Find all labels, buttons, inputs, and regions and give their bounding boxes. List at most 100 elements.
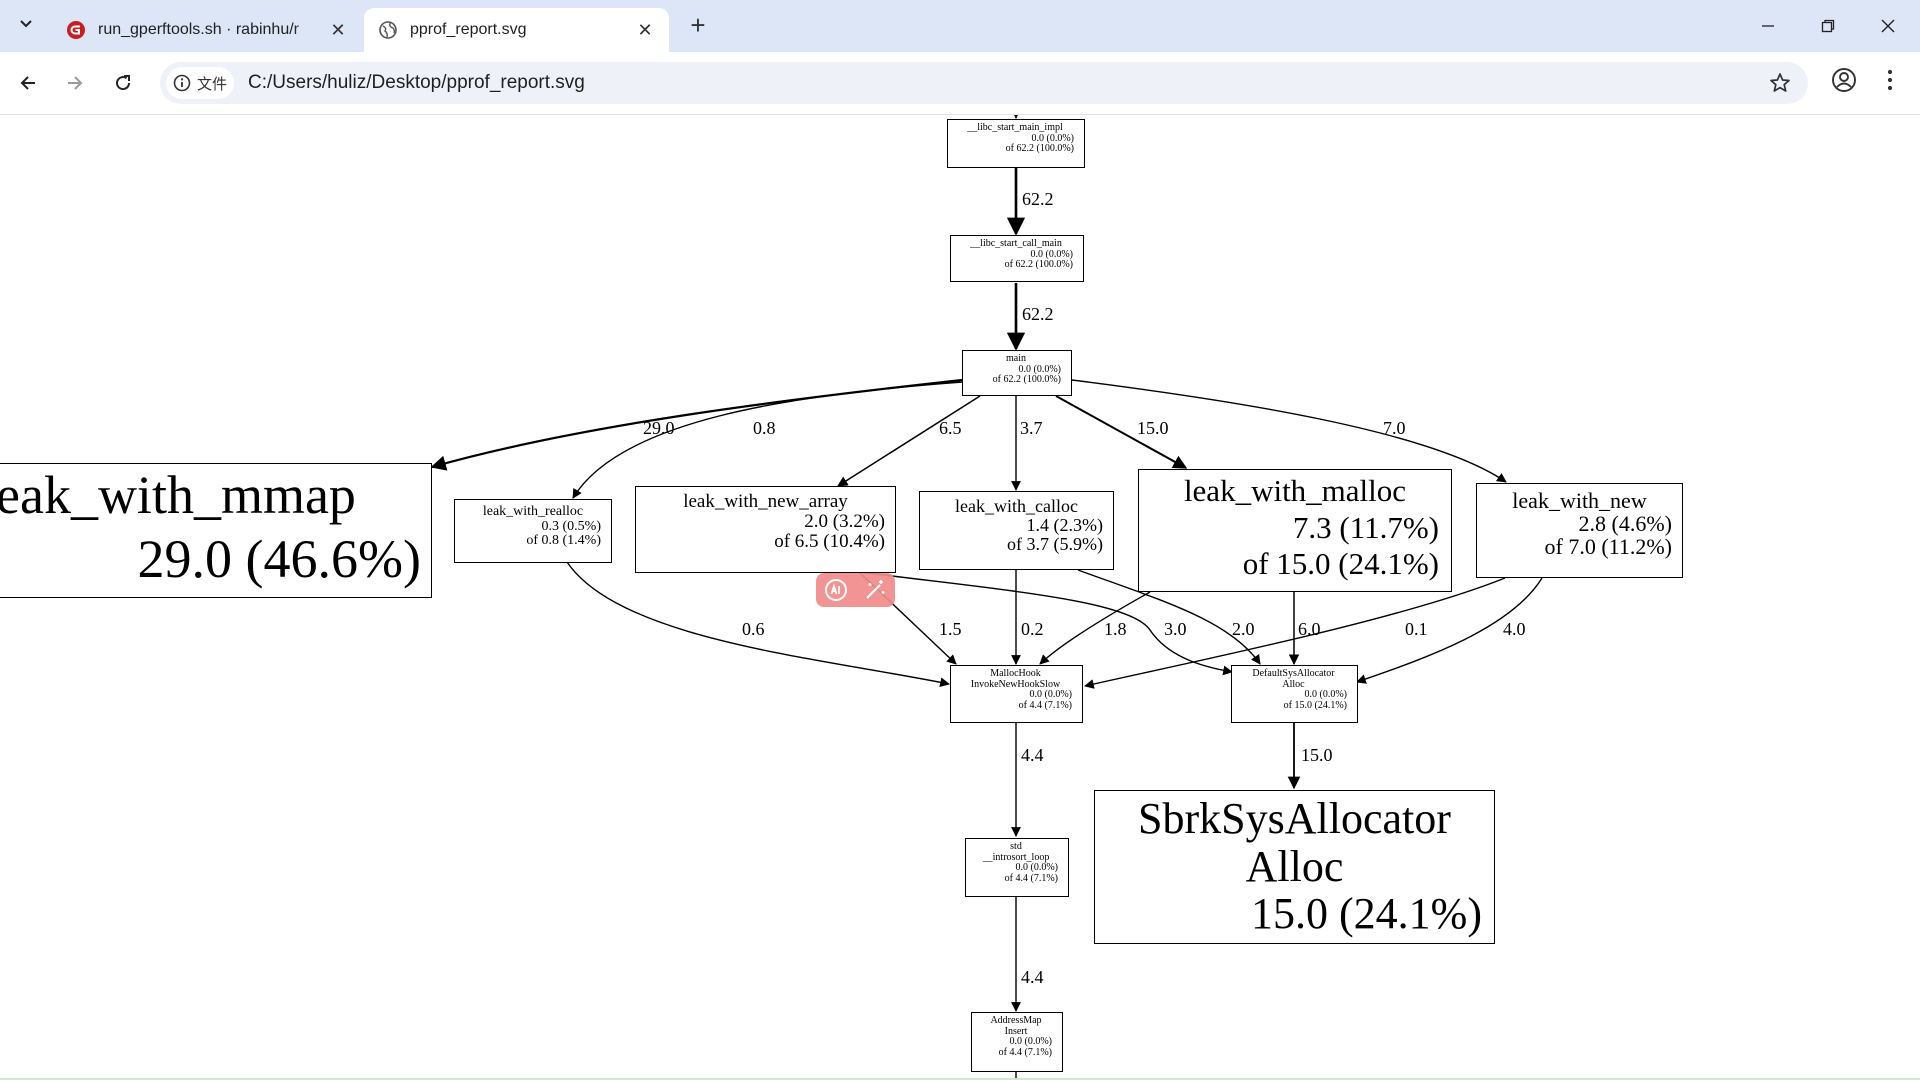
site-info-button[interactable]: 文件 [166, 67, 234, 99]
node-value: of 62.2 (100.0%) [992, 374, 1061, 385]
graph-node[interactable]: MallocHook InvokeNewHookSlow 0.0 (0.0%) … [950, 665, 1083, 723]
node-value: 15.0 (24.1%) [1251, 889, 1482, 939]
graph-node[interactable]: DefaultSysAllocator Alloc 0.0 (0.0%) of … [1231, 665, 1358, 723]
node-name: leak_with_new [1512, 488, 1647, 513]
edge-label: 0.2 [1021, 619, 1044, 639]
forward-button[interactable] [59, 67, 91, 99]
gitee-icon [66, 20, 86, 40]
node-value: of 4.4 (7.1%) [1004, 872, 1058, 884]
node-value: 2.8 (4.6%) [1578, 511, 1672, 537]
graph-edge [572, 381, 963, 499]
edge-label: 0.6 [742, 619, 765, 639]
node-value: 2.0 (3.2%) [804, 510, 885, 532]
new-tab-button[interactable]: + [690, 10, 706, 40]
node-name: Alloc [1282, 678, 1305, 690]
close-window-button[interactable] [1868, 10, 1908, 42]
back-button[interactable] [12, 67, 44, 99]
node-name: DefaultSysAllocator [1252, 668, 1335, 679]
tab-run-gperftools[interactable]: run_gperftools.sh · rabinhu/r ✕ [52, 8, 362, 52]
node-name: SbrkSysAllocator [1138, 794, 1451, 843]
graph-edge [1084, 577, 1506, 689]
reload-icon [116, 75, 131, 91]
node-value: of 4.4 (7.1%) [1018, 699, 1072, 711]
more-menu-icon[interactable] [1878, 66, 1902, 94]
edge-label: 6.5 [939, 418, 962, 438]
node-value: 0.0 (0.0%) [1029, 689, 1073, 700]
tab-strip: run_gperftools.sh · rabinhu/r ✕ pprof_re… [0, 0, 1920, 52]
graph-node[interactable]: __libc_start_call_main 0.0 (0.0%) of 62.… [950, 235, 1084, 282]
node-name: leak_with_realloc [482, 504, 584, 519]
node-value: 0.0 (0.0%) [1030, 248, 1074, 260]
arrow-right-icon [68, 76, 83, 90]
graph-node[interactable]: leak_with_new 2.8 (4.6%) of 7.0 (11.2%) [1476, 483, 1683, 578]
close-tab-icon[interactable]: ✕ [330, 19, 346, 40]
ai-icon [824, 579, 847, 601]
node-value: of 7.0 (11.2%) [1544, 534, 1673, 560]
svg-viewport[interactable]: __libc_start_main_impl 0.0 (0.0%) of 62.… [0, 115, 1920, 1080]
graph-edge [1356, 577, 1543, 684]
graph-edge [430, 378, 963, 471]
graph-node[interactable]: leak_with_calloc 1.4 (2.3%) of 3.7 (5.9%… [919, 491, 1114, 570]
edge-label: 4.4 [1021, 745, 1044, 765]
node-value: 7.3 (11.7%) [1292, 509, 1439, 545]
arrow-left-icon [20, 76, 35, 90]
bookmark-star-icon[interactable] [1768, 71, 1792, 95]
node-name: leak_with_new_array [683, 491, 848, 512]
node-value: of 62.2 (100.0%) [1005, 143, 1074, 154]
profile-avatar-icon[interactable] [1830, 66, 1858, 94]
node-name: leak_with_mmap [0, 465, 356, 525]
graph-edge [859, 571, 1233, 676]
graph-node[interactable]: main 0.0 (0.0%) of 62.2 (100.0%) [962, 350, 1072, 396]
graph-node[interactable]: std __introsort_loop 0.0 (0.0%) of 4.4 (… [965, 838, 1069, 897]
edge-label: 4.0 [1503, 619, 1526, 639]
tab-title: pprof_report.svg [410, 21, 527, 38]
graph-edge [1039, 591, 1151, 665]
node-value: 1.4 (2.3%) [1026, 514, 1103, 535]
edge-label: 4.4 [1021, 967, 1044, 987]
node-value: of 4.4 (7.1%) [998, 1046, 1052, 1058]
node-value: 0.0 (0.0%) [1018, 363, 1062, 375]
node-value: of 62.2 (100.0%) [1004, 259, 1073, 270]
node-value: 0.3 (0.5%) [541, 518, 602, 534]
page-bottom-edge [0, 1078, 1920, 1080]
edge-label: 3.0 [1164, 619, 1187, 639]
graph-edge [566, 561, 950, 688]
node-name: Insert [1004, 1025, 1028, 1037]
graph-edge [1077, 569, 1261, 665]
node-value: of 15.0 (24.1%) [1283, 699, 1347, 711]
graph-node[interactable]: leak_with_new_array 2.0 (3.2%) of 6.5 (1… [635, 486, 896, 573]
reload-button[interactable] [107, 67, 139, 99]
node-name: InvokeNewHookSlow [970, 678, 1061, 690]
node-name: AddressMap [990, 1015, 1042, 1026]
edge-label: 1.8 [1104, 619, 1127, 639]
graph-node[interactable]: leak_with_malloc 7.3 (11.7%) of 15.0 (24… [1138, 469, 1452, 592]
edge-label: 7.0 [1383, 418, 1406, 438]
tab-pprof-report[interactable]: pprof_report.svg ✕ [364, 8, 669, 52]
minimize-button[interactable] [1748, 10, 1788, 42]
graph-edge [1071, 379, 1507, 483]
restore-button[interactable] [1808, 10, 1848, 42]
info-icon [173, 74, 191, 92]
ai-assistant-badge[interactable] [816, 573, 895, 607]
magic-wand-icon [866, 580, 885, 599]
close-tab-icon[interactable]: ✕ [637, 19, 653, 40]
graph-node[interactable]: AddressMap Insert 0.0 (0.0%) of 4.4 (7.1… [971, 1012, 1063, 1072]
edge-label: 29.0 [643, 418, 675, 438]
address-bar[interactable]: 文件 C:/Users/huliz/Desktop/pprof_report.s… [160, 62, 1808, 104]
node-name: MallocHook [990, 668, 1041, 679]
graph-edges [430, 115, 1543, 1080]
edge-label: 3.7 [1020, 418, 1043, 438]
graph-node-leak-with-mmap[interactable]: leak_with_mmap 29.0 (46.6%) [0, 463, 432, 598]
node-name: main [1006, 353, 1026, 364]
edge-label: 2.0 [1232, 619, 1255, 639]
graph-node[interactable]: leak_with_realloc 0.3 (0.5%) of 0.8 (1.4… [454, 499, 612, 563]
graph-node[interactable]: __libc_start_main_impl 0.0 (0.0%) of 62.… [947, 119, 1085, 168]
edge-label: 15.0 [1137, 418, 1169, 438]
node-name: __libc_start_call_main [970, 238, 1062, 249]
globe-icon [378, 20, 398, 40]
tab-search-button[interactable] [12, 10, 40, 38]
node-value: 29.0 (46.6%) [137, 529, 421, 589]
node-value: 0.0 (0.0%) [1009, 1036, 1053, 1047]
node-name: __introsort_loop [982, 851, 1050, 863]
graph-node-sbrk-sys-allocator[interactable]: SbrkSysAllocator Alloc 15.0 (24.1%) [1094, 790, 1495, 944]
